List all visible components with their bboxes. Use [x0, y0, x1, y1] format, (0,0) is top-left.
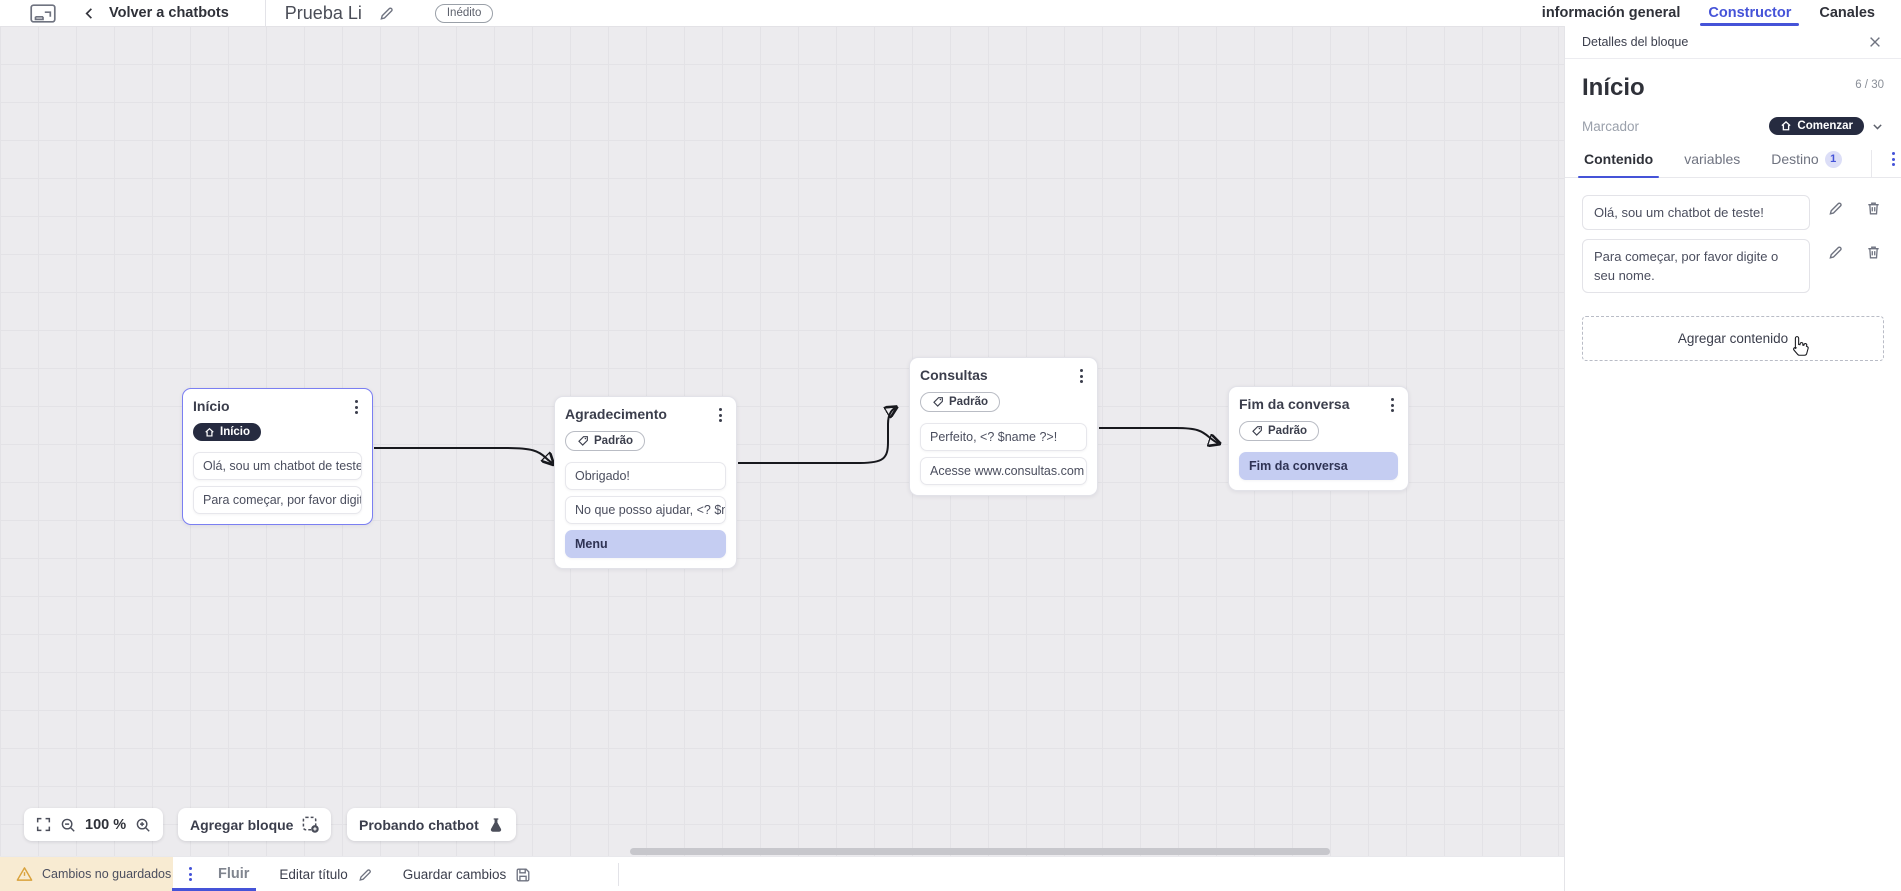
back-chevron-icon: [85, 7, 92, 19]
destino-count-badge: 1: [1824, 150, 1842, 168]
active-flow-tab-underline: [172, 888, 256, 891]
marker-chevron-down-icon[interactable]: [1871, 120, 1884, 133]
char-counter: 6 / 30: [1855, 79, 1884, 91]
flow-block-fim-da-conversa[interactable]: Fim da conversa Padrão Fim da conversa: [1228, 386, 1409, 492]
edit-title-button[interactable]: Editar título: [279, 866, 372, 883]
test-chatbot-button[interactable]: Probando chatbot: [347, 808, 516, 841]
content-item-row: Olá, sou um chatbot de teste!: [1582, 195, 1884, 231]
add-content-button[interactable]: Agregar contenido: [1582, 316, 1884, 362]
fit-screen-icon[interactable]: [36, 817, 51, 832]
zoom-in-icon[interactable]: [135, 817, 151, 833]
zoom-out-icon[interactable]: [60, 817, 76, 833]
bottom-bar: Cambios no guardados Fluir Editar título…: [0, 856, 1564, 891]
block-menu-icon[interactable]: [1387, 396, 1398, 414]
flow-tab-menu-icon[interactable]: [185, 865, 196, 883]
block-message-item[interactable]: Perfeito, <? $name ?>!: [920, 423, 1087, 452]
block-menu-icon[interactable]: [351, 398, 362, 416]
tab-fluir[interactable]: Fluir: [218, 866, 250, 882]
home-icon: [1781, 120, 1791, 131]
delete-content-icon[interactable]: [1865, 244, 1882, 261]
tab-variables[interactable]: variables: [1684, 151, 1741, 168]
block-message-item[interactable]: Obrigado!: [565, 462, 726, 491]
edit-content-icon[interactable]: [1827, 244, 1844, 261]
flow-block-agradecimento[interactable]: Agradecimento Padrão Obrigado! No que po…: [554, 396, 737, 570]
block-start-tag: Início: [193, 423, 262, 442]
panel-tabs: Contenido variables Destino 1: [1565, 150, 1901, 179]
block-title: Início: [193, 398, 230, 414]
panel-title: Detalles del bloque: [1582, 35, 1689, 49]
test-chatbot-label: Probando chatbot: [359, 816, 479, 833]
back-to-chatbots-button[interactable]: Volver a chatbots: [82, 5, 229, 21]
block-menu-item[interactable]: Fim da conversa: [1239, 452, 1398, 481]
block-message-item[interactable]: Para começar, por favor digite o ...: [193, 486, 362, 515]
zoom-level: 100 %: [85, 816, 127, 833]
block-message-item[interactable]: Acesse www.consultas.com par...: [920, 457, 1087, 486]
add-block-icon: [302, 816, 320, 833]
block-menu-item[interactable]: Menu: [565, 530, 726, 559]
block-message-item[interactable]: Olá, sou um chatbot de teste!: [193, 452, 362, 481]
block-title: Consultas: [920, 367, 988, 383]
edit-content-icon[interactable]: [1827, 200, 1844, 217]
block-details-panel: Detalles del bloque Início 6 / 30 Marcad…: [1564, 26, 1901, 891]
block-default-tag: Padrão: [565, 431, 645, 452]
flow-block-inicio[interactable]: Início Início Olá, sou um chatbot de tes…: [182, 388, 373, 526]
block-menu-icon[interactable]: [1076, 367, 1087, 385]
save-changes-button[interactable]: Guardar cambios: [403, 866, 532, 883]
block-message-item[interactable]: No que posso ajudar, <? $name ...: [565, 496, 726, 525]
block-title: Agradecimento: [565, 406, 667, 422]
tab-destino[interactable]: Destino 1: [1769, 150, 1843, 177]
content-item-row: Para começar, por favor digite o seu nom…: [1582, 239, 1884, 294]
block-menu-icon[interactable]: [715, 406, 726, 424]
flow-title: Prueba Li: [284, 2, 362, 23]
edit-flow-title-icon[interactable]: [378, 5, 395, 22]
panel-kebab-icon[interactable]: [1888, 150, 1899, 168]
main-tabs: información general Constructor Canales: [1516, 0, 1877, 26]
tab-informacion-general[interactable]: información general: [1541, 5, 1681, 21]
block-default-tag: Padrão: [1239, 421, 1319, 442]
marker-label: Marcador: [1582, 118, 1640, 134]
delete-content-icon[interactable]: [1865, 200, 1882, 217]
canvas-horizontal-scrollbar[interactable]: [630, 848, 1330, 855]
content-text-input[interactable]: Para começar, por favor digite o seu nom…: [1582, 239, 1810, 294]
block-name-field[interactable]: Início: [1582, 74, 1645, 101]
tab-canales[interactable]: Canales: [1819, 5, 1875, 21]
tag-icon: [578, 436, 588, 447]
pencil-icon: [357, 867, 373, 883]
add-block-button[interactable]: Agregar bloque: [178, 808, 332, 841]
add-block-label: Agregar bloque: [190, 816, 294, 833]
tab-constructor[interactable]: Constructor: [1700, 0, 1800, 26]
bottombar-divider: [618, 863, 619, 886]
warning-triangle-icon: [16, 867, 33, 881]
marker-value-badge[interactable]: Comenzar: [1769, 117, 1864, 135]
panel-tab-menu[interactable]: [1870, 150, 1901, 178]
back-label: Volver a chatbots: [109, 5, 229, 21]
save-icon: [515, 867, 531, 883]
close-panel-icon[interactable]: [1866, 33, 1884, 51]
flask-icon: [488, 817, 504, 833]
flow-canvas[interactable]: Início Início Olá, sou um chatbot de tes…: [0, 26, 1564, 856]
zoom-toolbar: 100 %: [24, 808, 164, 841]
tab-contenido[interactable]: Contenido: [1577, 150, 1660, 179]
tag-icon: [1252, 426, 1262, 437]
status-badge: Inédito: [434, 3, 494, 23]
flow-block-consultas[interactable]: Consultas Padrão Perfeito, <? $name ?>! …: [909, 357, 1098, 497]
content-text-input[interactable]: Olá, sou um chatbot de teste!: [1582, 195, 1810, 231]
home-icon: [205, 427, 214, 437]
unsaved-changes-warning: Cambios no guardados: [0, 857, 173, 891]
app-logo-icon: [30, 3, 56, 23]
block-default-tag: Padrão: [920, 392, 1000, 413]
topbar-divider: [264, 0, 266, 26]
top-bar: Volver a chatbots Prueba Li Inédito info…: [0, 0, 1901, 26]
content-list: Olá, sou um chatbot de teste! Para começ…: [1565, 178, 1901, 378]
tag-icon: [933, 397, 943, 408]
block-title: Fim da conversa: [1239, 396, 1350, 412]
